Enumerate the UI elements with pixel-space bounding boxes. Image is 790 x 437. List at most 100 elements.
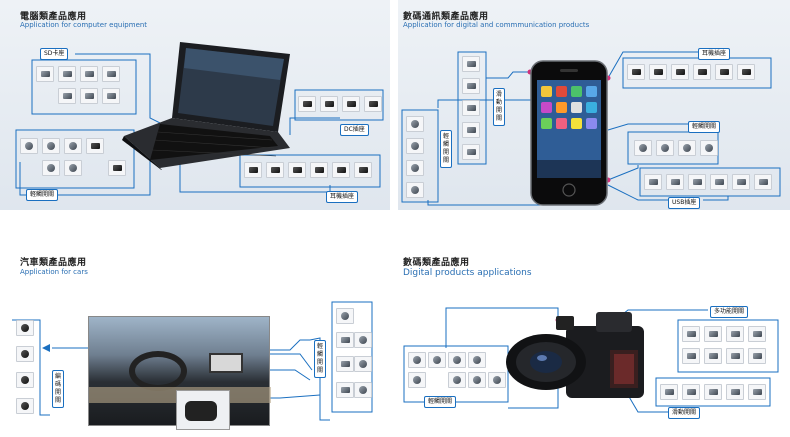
tact-switch-thumb [468,372,486,388]
earphone-jack-thumb [715,64,733,80]
panel-title-en: Application for digital and commmunicati… [403,21,590,29]
tact-switch-thumb [448,352,466,368]
tact-switch-thumb [448,372,466,388]
label-dc-socket: DC插座 [340,124,369,136]
earphone-jack-thumb [649,64,667,80]
smartphone-icon [530,60,608,206]
slide-switch-thumb [704,384,722,400]
tact-switch-thumb [408,352,426,368]
usb-socket-thumb [644,174,662,190]
slide-switch-thumb [726,384,744,400]
earphone-jack-thumb [627,64,645,80]
label-tact-switch: 軽觸開關 [26,189,59,201]
sd-connector-thumb [58,88,76,104]
panel-title-zh: 電腦類產品應用 [20,12,87,22]
label-tact-switch: 輕觸開關 [314,340,326,378]
tact-switch-thumb [336,382,354,398]
tact-switch-thumb [488,372,506,388]
earphone-jack-thumb [310,162,328,178]
slide-switch-thumb [462,122,480,138]
earphone-jack-thumb [354,162,372,178]
panel-title-en: Digital products applications [403,268,532,278]
slide-switch-thumb [660,384,678,400]
slide-switch-thumb [748,384,766,400]
multi-switch-thumb [726,326,744,342]
multi-switch-thumb [682,348,700,364]
multi-switch-thumb [704,326,722,342]
laptop-icon [122,42,290,170]
label-earphone-jack: 耳機插座 [698,48,731,60]
multi-switch-thumb [748,326,766,342]
label-tact-switch: 輕觸開關 [688,121,721,133]
tact-switch-thumb [336,332,354,348]
sd-connector-thumb [80,88,98,104]
label-slide-switch: 滑動開關 [668,407,701,419]
dc-jack-thumb [320,96,338,112]
slide-switch-thumb [462,56,480,72]
label-tact-switch-vertical: 輕觸開關 [440,130,452,168]
tact-switch-thumb [468,352,486,368]
multi-switch-thumb [726,348,744,364]
tact-switch-thumb [42,138,60,154]
earphone-jack-thumb [266,162,284,178]
earphone-jack-thumb [244,162,262,178]
tact-switch-thumb [64,138,82,154]
tact-switch-thumb [406,138,424,154]
sd-connector-thumb [102,66,120,82]
earphone-jack-thumb [332,162,350,178]
slide-switch-thumb [682,384,700,400]
camera-icon [506,312,644,398]
label-encoder-switch: 編碼開關 [52,370,64,408]
earphone-jack-thumb [737,64,755,80]
tact-switch-thumb [428,352,446,368]
usb-socket-thumb [732,174,750,190]
earphone-jack-thumb [288,162,306,178]
panel-title-zh: 數碼通訊類產品應用 [403,12,489,22]
tact-switch-thumb [656,140,674,156]
slide-switch-thumb [462,144,480,160]
usb-socket-thumb [666,174,684,190]
multi-switch-thumb [682,326,700,342]
label-sd-card-socket: SD卡座 [40,48,69,60]
tact-switch-thumb [86,138,104,154]
tact-switch-thumb [42,160,60,176]
dc-jack-thumb [364,96,382,112]
slide-switch-thumb [462,78,480,94]
sd-connector-thumb [58,66,76,82]
tact-switch-thumb [20,138,38,154]
encoder-switch-thumb [16,346,34,362]
label-usb-socket: USB插座 [668,197,701,209]
usb-socket-thumb [710,174,728,190]
sd-connector-thumb [80,66,98,82]
dc-jack-thumb [298,96,316,112]
tact-switch-thumb [406,182,424,198]
panel-title-zh: 數碼類產品應用 [403,258,470,268]
car-key-icon [176,390,230,430]
tact-switch-thumb [354,356,372,372]
panel-digital: 數碼類產品應用 Digital products applications 多功… [398,220,790,437]
panel-computer: 電腦類產品應用 Application for computer equipme… [0,0,390,210]
tact-switch-thumb [678,140,696,156]
tact-switch-thumb [354,382,372,398]
tact-switch-thumb [406,116,424,132]
multi-switch-thumb [748,348,766,364]
multi-switch-thumb [704,348,722,364]
usb-socket-thumb [754,174,772,190]
usb-socket-thumb [688,174,706,190]
label-earphone-jack: 耳機插座 [326,191,359,203]
tact-switch-thumb [336,356,354,372]
earphone-jack-thumb [693,64,711,80]
panel-digital-comm: 數碼通訊類產品應用 Application for digital and co… [398,0,790,210]
sd-connector-thumb [36,66,54,82]
encoder-switch-thumb [16,398,34,414]
panel-title-zh: 汽車類產品應用 [20,258,87,268]
tact-switch-thumb [336,308,354,324]
earphone-jack-thumb [671,64,689,80]
panel-title-en: Application for cars [20,268,88,276]
tact-switch-thumb [700,140,718,156]
label-multi-function-switch: 多功能開關 [710,306,749,318]
label-tact-switch: 輕觸開關 [424,396,457,408]
dc-jack-thumb [342,96,360,112]
tact-switch-thumb [354,332,372,348]
panel-title-en: Application for computer equipment [20,21,148,29]
